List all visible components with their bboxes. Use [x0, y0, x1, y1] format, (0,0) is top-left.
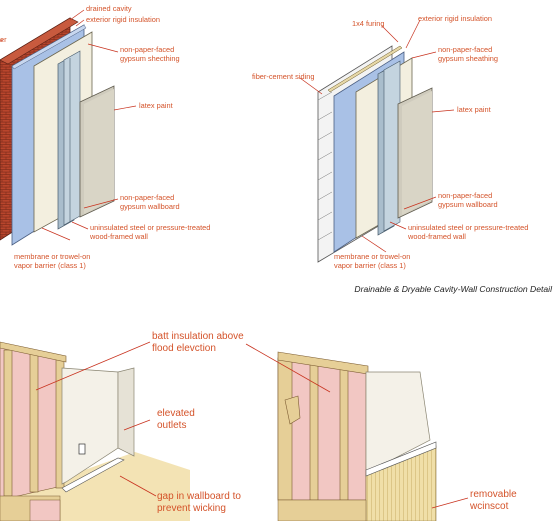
wallboard-panel	[61, 367, 119, 485]
label-line: membrane or trowel-on	[14, 252, 91, 261]
label-line: vapor barrier (class 1)	[334, 260, 406, 270]
wood-stud	[3, 349, 13, 497]
label-line: prevent wicking	[157, 502, 226, 514]
wood-stud	[339, 367, 349, 501]
top-right-leaders	[299, 19, 455, 253]
label-gypsum-sheathing: non-paper-faced gypsum shecthing	[120, 45, 180, 63]
label-gypsum-wallboard: non-paper-faced gypsum wallboard	[438, 191, 498, 209]
label-gypsum-wallboard: non-paper-faced gypsum wallboard	[120, 193, 180, 211]
furring-strip	[327, 45, 403, 93]
label-fiber-cement-siding: fiber-cement siding	[252, 72, 315, 81]
label-exterior-rigid-insulation: exterior rigid insulation	[418, 14, 492, 23]
label-line: gap in wallboard to	[157, 491, 241, 502]
label-vapor-barrier: membrane or trowel-on vapor barrier (cla…	[14, 252, 91, 270]
label-latex-paint: latex paint	[457, 105, 491, 114]
top-left-leaders	[0, 9, 137, 241]
latex-paint-face	[402, 91, 432, 215]
floor	[277, 499, 367, 521]
label-line: wood-framed wall	[408, 231, 466, 241]
label-exterior-rigid-insulation: exterior rigid insulation	[86, 15, 160, 24]
label-framed-wall: uninsulated steel or pressure-treated wo…	[408, 223, 529, 241]
label-line: non-paper-faced	[120, 45, 175, 54]
wallboard-angled	[117, 367, 135, 457]
label-line: uninsulated steel or pressure-treated	[90, 223, 211, 232]
diagram-caption: Drainable & Dryable Cavity-Wall Construc…	[354, 284, 552, 294]
bottom-right-room	[277, 351, 437, 521]
label-line: uninsulated steel or pressure-treated	[408, 223, 529, 232]
brick-veneer-top	[0, 17, 79, 65]
steel-stud-2	[63, 50, 81, 226]
wood-bottom-2	[29, 499, 61, 521]
steel-stud-2	[383, 60, 401, 232]
label-line: removable	[470, 489, 517, 500]
label-furring: 1x4 furing	[352, 19, 385, 28]
label-line: gypsum wallboard	[120, 201, 180, 211]
label-partial-er: er	[0, 35, 7, 44]
rigid-insulation-edge	[11, 24, 87, 70]
label-elevated-outlets: elevated outlets	[157, 408, 195, 431]
label-latex-paint: latex paint	[139, 101, 173, 110]
label-line: batt insulation above	[152, 331, 244, 342]
label-gap-wallboard: gap in wallboard to prevent wicking	[157, 491, 241, 514]
label-line: gypsum sheathing	[438, 53, 498, 63]
label-line: wood-framed wall	[90, 231, 148, 241]
label-line: vapor barrier (class 1)	[14, 260, 86, 270]
bottom-left-room	[0, 341, 190, 521]
baseboard	[61, 457, 125, 493]
wood-stud	[29, 353, 39, 493]
label-batt-insulation: batt insulation above flood elevction	[152, 331, 244, 354]
brick-veneer-assembly	[0, 17, 115, 246]
label-framed-wall: uninsulated steel or pressure-treated wo…	[90, 223, 211, 241]
wainscot-cap	[365, 441, 437, 477]
top-plate	[0, 341, 67, 363]
label-line: non-paper-faced	[438, 45, 493, 54]
label-line: gypsum shecthing	[120, 53, 180, 63]
label-line: membrane or trowel-on	[334, 252, 411, 261]
label-gypsum-sheathing: non-paper-faced gypsum sheathing	[438, 45, 498, 63]
wallboard-panel	[365, 371, 431, 471]
siding-assembly	[317, 45, 433, 263]
bottom-leaders	[35, 341, 469, 509]
insulation-piece	[284, 395, 301, 425]
label-vapor-barrier: membrane or trowel-on vapor barrier (cla…	[334, 252, 411, 270]
label-removable-wainscot: removable wcinscot	[470, 489, 517, 512]
label-line: non-paper-faced	[120, 193, 175, 202]
elevated-outlet	[78, 443, 86, 455]
label-line: wcinscot	[470, 500, 509, 512]
label-line: gypsum wallboard	[438, 199, 498, 209]
label-line: outlets	[157, 419, 187, 431]
label-drained-cavity: drained cavity	[86, 4, 132, 13]
label-line: flood elevction	[152, 342, 216, 354]
latex-paint-face	[84, 89, 114, 214]
label-line: non-paper-faced	[438, 191, 493, 200]
wood-stud	[277, 357, 293, 501]
label-line: elevated	[157, 408, 195, 419]
